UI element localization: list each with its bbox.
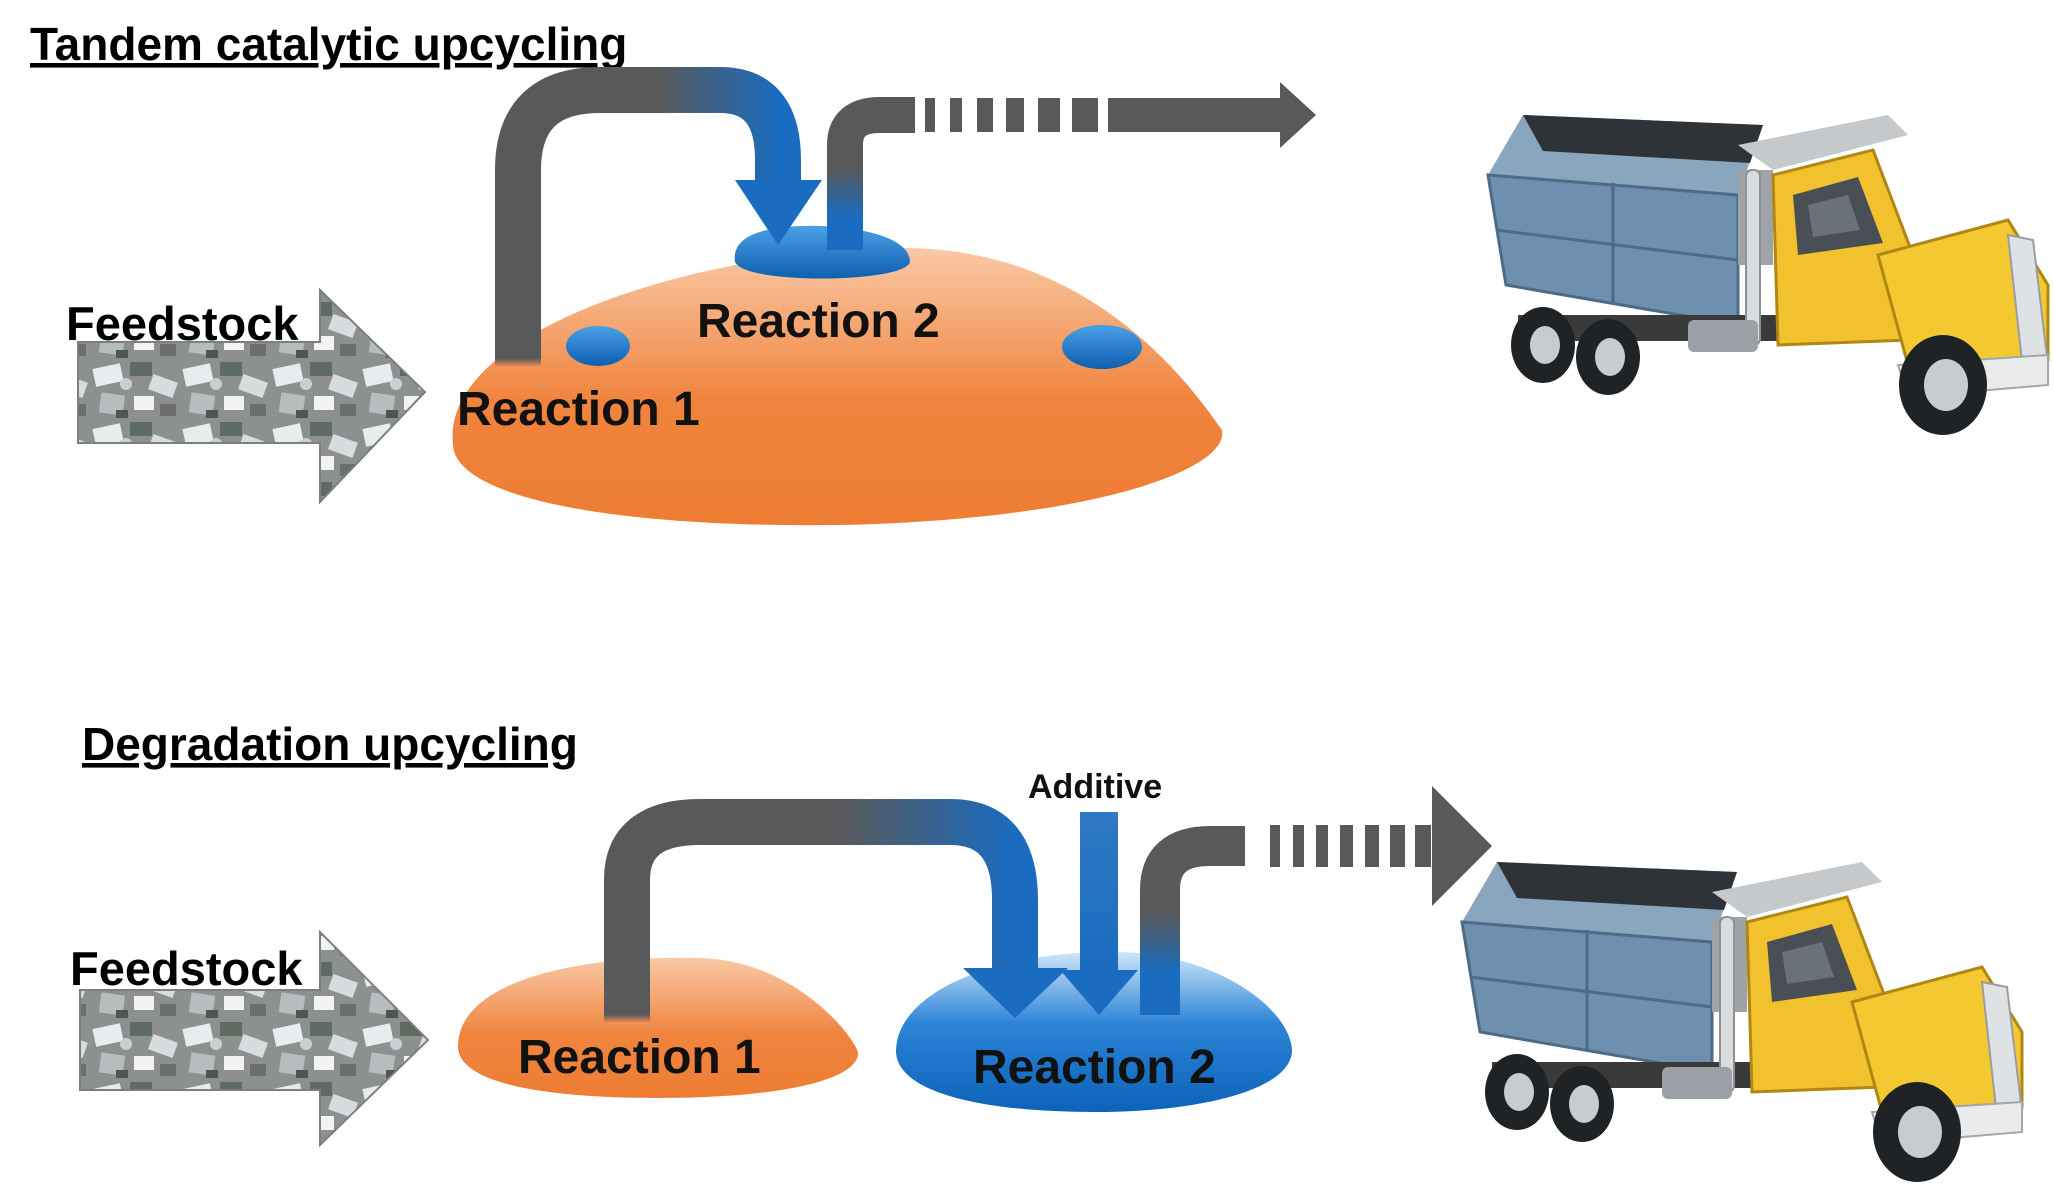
transfer-stem-bottom	[604, 960, 650, 1022]
product-arrow-dashes-bottom	[1270, 825, 1431, 867]
transfer-stem-top	[495, 300, 541, 366]
transfer-arrow-bottom	[604, 799, 1038, 1020]
catalyst-site-right	[1062, 325, 1142, 369]
reaction1-dome-bottom	[457, 957, 859, 1098]
transfer-arrow-top	[495, 67, 801, 365]
catalyst-site-left	[566, 326, 630, 366]
product-arrowhead-bottom	[1432, 786, 1492, 906]
feedstock-arrow-bottom	[79, 929, 430, 1148]
reaction1-label-bottom: Reaction 1	[518, 1031, 761, 1084]
transfer-arrowhead-top	[735, 180, 822, 245]
degradation-heading: Degradation upcycling	[82, 718, 578, 770]
feedstock-arrow-top	[77, 287, 427, 505]
reaction2-label-top: Reaction 2	[697, 295, 940, 348]
additive-label: Additive	[1028, 768, 1162, 806]
truck-top	[1486, 113, 2050, 437]
catalyst-support-top	[452, 247, 1223, 526]
product-arrow-stem-top	[827, 97, 915, 250]
feedstock-label-top: Feedstock	[66, 297, 299, 350]
product-arrow-stem-bottom	[1140, 826, 1245, 1015]
truck-bottom	[1460, 860, 2024, 1184]
product-arrowhead-top	[1108, 82, 1316, 148]
product-arrow-dashes-top	[925, 98, 1098, 132]
catalyst-site-center	[734, 225, 910, 279]
feedstock-label-bottom: Feedstock	[70, 942, 303, 995]
additive-arrow-shaft	[1080, 812, 1118, 974]
transfer-arrowhead-bottom	[963, 968, 1068, 1018]
reaction1-label-top: Reaction 1	[457, 383, 700, 436]
reaction2-label-bottom: Reaction 2	[973, 1041, 1216, 1094]
additive-arrowhead	[1060, 970, 1138, 1015]
tandem-heading: Tandem catalytic upcycling	[30, 18, 627, 70]
